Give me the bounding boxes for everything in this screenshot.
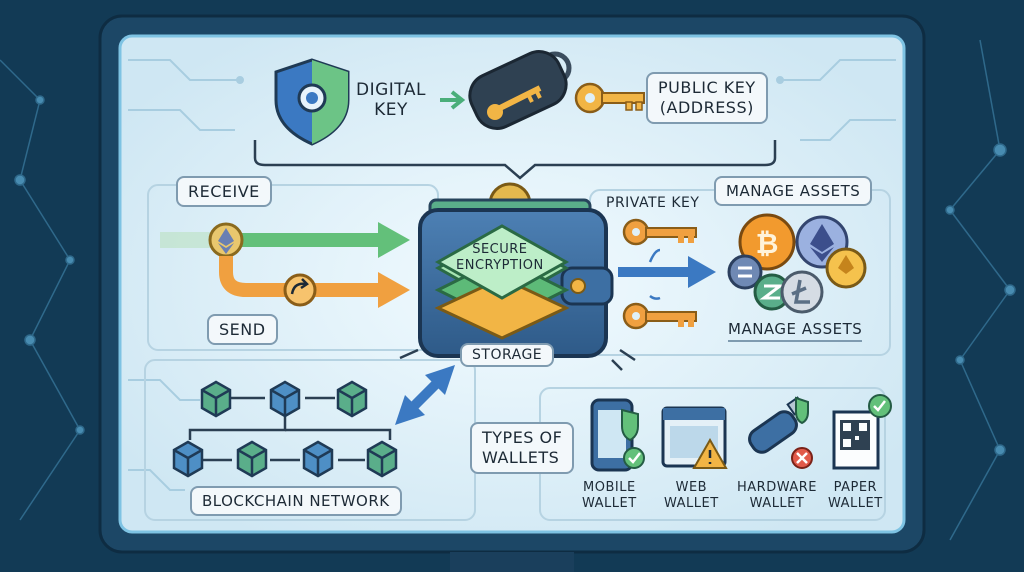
block-icon [172, 380, 398, 478]
usb-icon [748, 396, 813, 469]
wallet-icon [418, 182, 614, 358]
background-network [0, 39, 1016, 541]
private-key-arrows [618, 248, 716, 300]
double-arrow-icon [395, 365, 455, 425]
storage-label: Storage [460, 343, 555, 367]
web-wallet-label: WebWallet [664, 480, 719, 511]
send-arrow [219, 256, 410, 308]
browser-icon [661, 406, 728, 469]
arrow-icon [440, 90, 466, 110]
ethereum-coin-icon [208, 222, 244, 258]
qr-icon [832, 394, 892, 470]
paper-wallet-label: PaperWallet [828, 480, 883, 511]
private-key-icon-lower [622, 302, 697, 330]
send-label: Send [207, 314, 278, 345]
bitcoin-icon [738, 213, 796, 271]
circuit-traces [128, 59, 896, 491]
mobile-wallet-label: MobileWallet [582, 480, 637, 511]
storage-rays [399, 348, 636, 371]
shield-icon [274, 58, 350, 146]
phone-icon [590, 398, 645, 472]
keyfob-icon [468, 50, 572, 130]
hardware-wallet-label: HardwareWallet [737, 480, 817, 511]
private-key-label: Private Key [606, 195, 700, 211]
coins-cluster: ₿ [727, 213, 867, 314]
key-icon [574, 82, 645, 114]
receive-label: Receive [176, 176, 272, 207]
manage-assets-bottom-label: Manage Assets [728, 320, 863, 342]
blockchain-network [188, 396, 392, 462]
top-bracket [253, 140, 777, 180]
public-key-label: Public Key(Address) [646, 72, 768, 124]
svg-text:₿: ₿ [756, 227, 779, 260]
manage-assets-top-label: Manage Assets [714, 176, 873, 206]
digital-key-label: DigitalKey [356, 80, 426, 120]
blockchain-network-label: Blockchain Network [190, 486, 402, 516]
types-of-wallets-label: Types ofWallets [470, 422, 575, 474]
secure-encryption-label: SecureEncryption [456, 242, 544, 273]
monitor-stand [450, 552, 574, 572]
receive-arrow [160, 222, 410, 258]
private-key-icon-upper [622, 218, 697, 246]
